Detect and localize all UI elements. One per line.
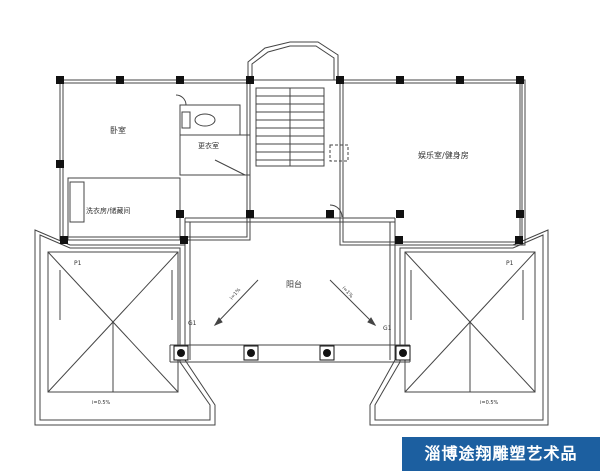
right-roof [369, 229, 549, 426]
room-label-recreation: 娱乐室/健身房 [418, 150, 469, 160]
annotation-roof-slope-left: i=0.5% [92, 400, 111, 406]
bay-window [247, 41, 339, 81]
annotation-drain-right: G1 [383, 325, 392, 332]
staircase [255, 87, 325, 167]
room-label-terrace: 阳台 [286, 279, 302, 289]
room-label-laundry: 洗衣房/储藏间 [86, 206, 130, 215]
annotation-roof-slope-right: i=0.5% [480, 400, 499, 406]
bathroom [179, 104, 241, 136]
annotation-p1-right: P1 [506, 260, 514, 267]
left-roof [34, 229, 216, 426]
terrace-piers [173, 345, 411, 361]
exterior-walls [59, 79, 526, 246]
room-label-dressing: 更衣室 [198, 141, 219, 150]
room-label-bedroom: 卧室 [110, 125, 126, 135]
annotation-p1-left: P1 [74, 260, 82, 267]
watermark-banner: 淄博途翔雕塑艺术品 [402, 437, 600, 471]
annotation-drain-left: G1 [188, 320, 197, 327]
columns [56, 76, 524, 244]
